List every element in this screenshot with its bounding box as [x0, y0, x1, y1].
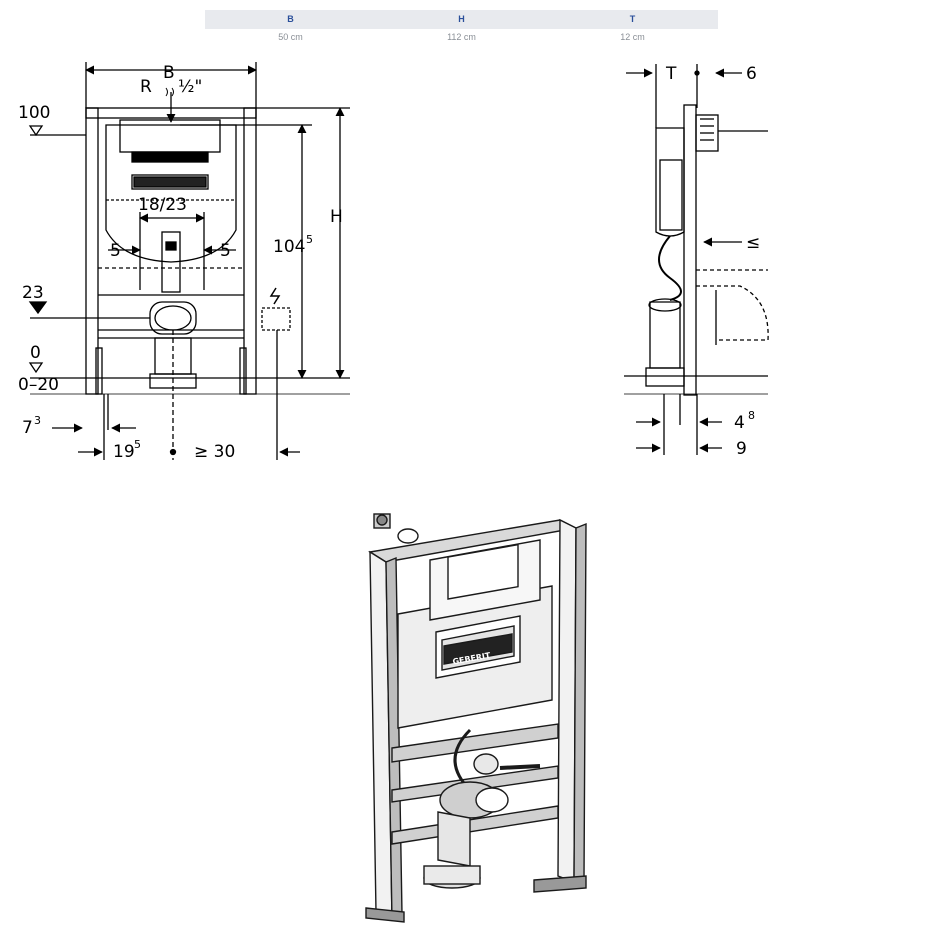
range-0-20: 0–20	[18, 375, 59, 395]
offset-right-5: 5	[220, 241, 231, 261]
header-h: H	[458, 14, 465, 24]
spec-table-values: 50 cm 112 cm 12 cm	[205, 29, 718, 46]
height-104-sup: 5	[306, 233, 313, 246]
value-h: 112 cm	[447, 32, 476, 42]
front-view	[28, 62, 350, 460]
level-23: 23	[22, 283, 44, 303]
dim-4-sup: 8	[748, 409, 755, 422]
dim-30: ≥ 30	[194, 442, 235, 462]
header-t: T	[629, 14, 636, 24]
dim-4: 4	[734, 413, 745, 433]
level-0: 0	[30, 343, 41, 363]
dim-7-sup: 3	[34, 414, 41, 427]
dim-19-sup: 5	[134, 438, 141, 451]
depth-label: T	[665, 64, 677, 84]
dim-6: 6	[746, 64, 757, 84]
header-b: B	[287, 14, 294, 24]
pipe-label: R	[140, 77, 152, 97]
offset-left-5: 5	[110, 241, 121, 261]
le-symbol: ≤	[746, 233, 760, 253]
level-100: 100	[18, 103, 50, 123]
dim-7: 7	[22, 418, 33, 438]
height-104: 104	[273, 237, 305, 257]
value-t: 12 cm	[620, 32, 645, 42]
pipe-size: ½"	[178, 77, 202, 97]
dim-9: 9	[736, 439, 747, 459]
spec-table: B H T 50 cm 112 cm 12 cm	[205, 10, 718, 46]
width-label: B	[163, 63, 175, 83]
side-view	[624, 64, 769, 455]
spacing-18-23: 18/23	[138, 195, 187, 215]
height-label: H	[330, 207, 343, 227]
spec-table-header: B H T	[205, 10, 718, 29]
value-b: 50 cm	[278, 32, 303, 42]
product-illustration	[365, 513, 587, 923]
dim-19: 19	[113, 442, 135, 462]
